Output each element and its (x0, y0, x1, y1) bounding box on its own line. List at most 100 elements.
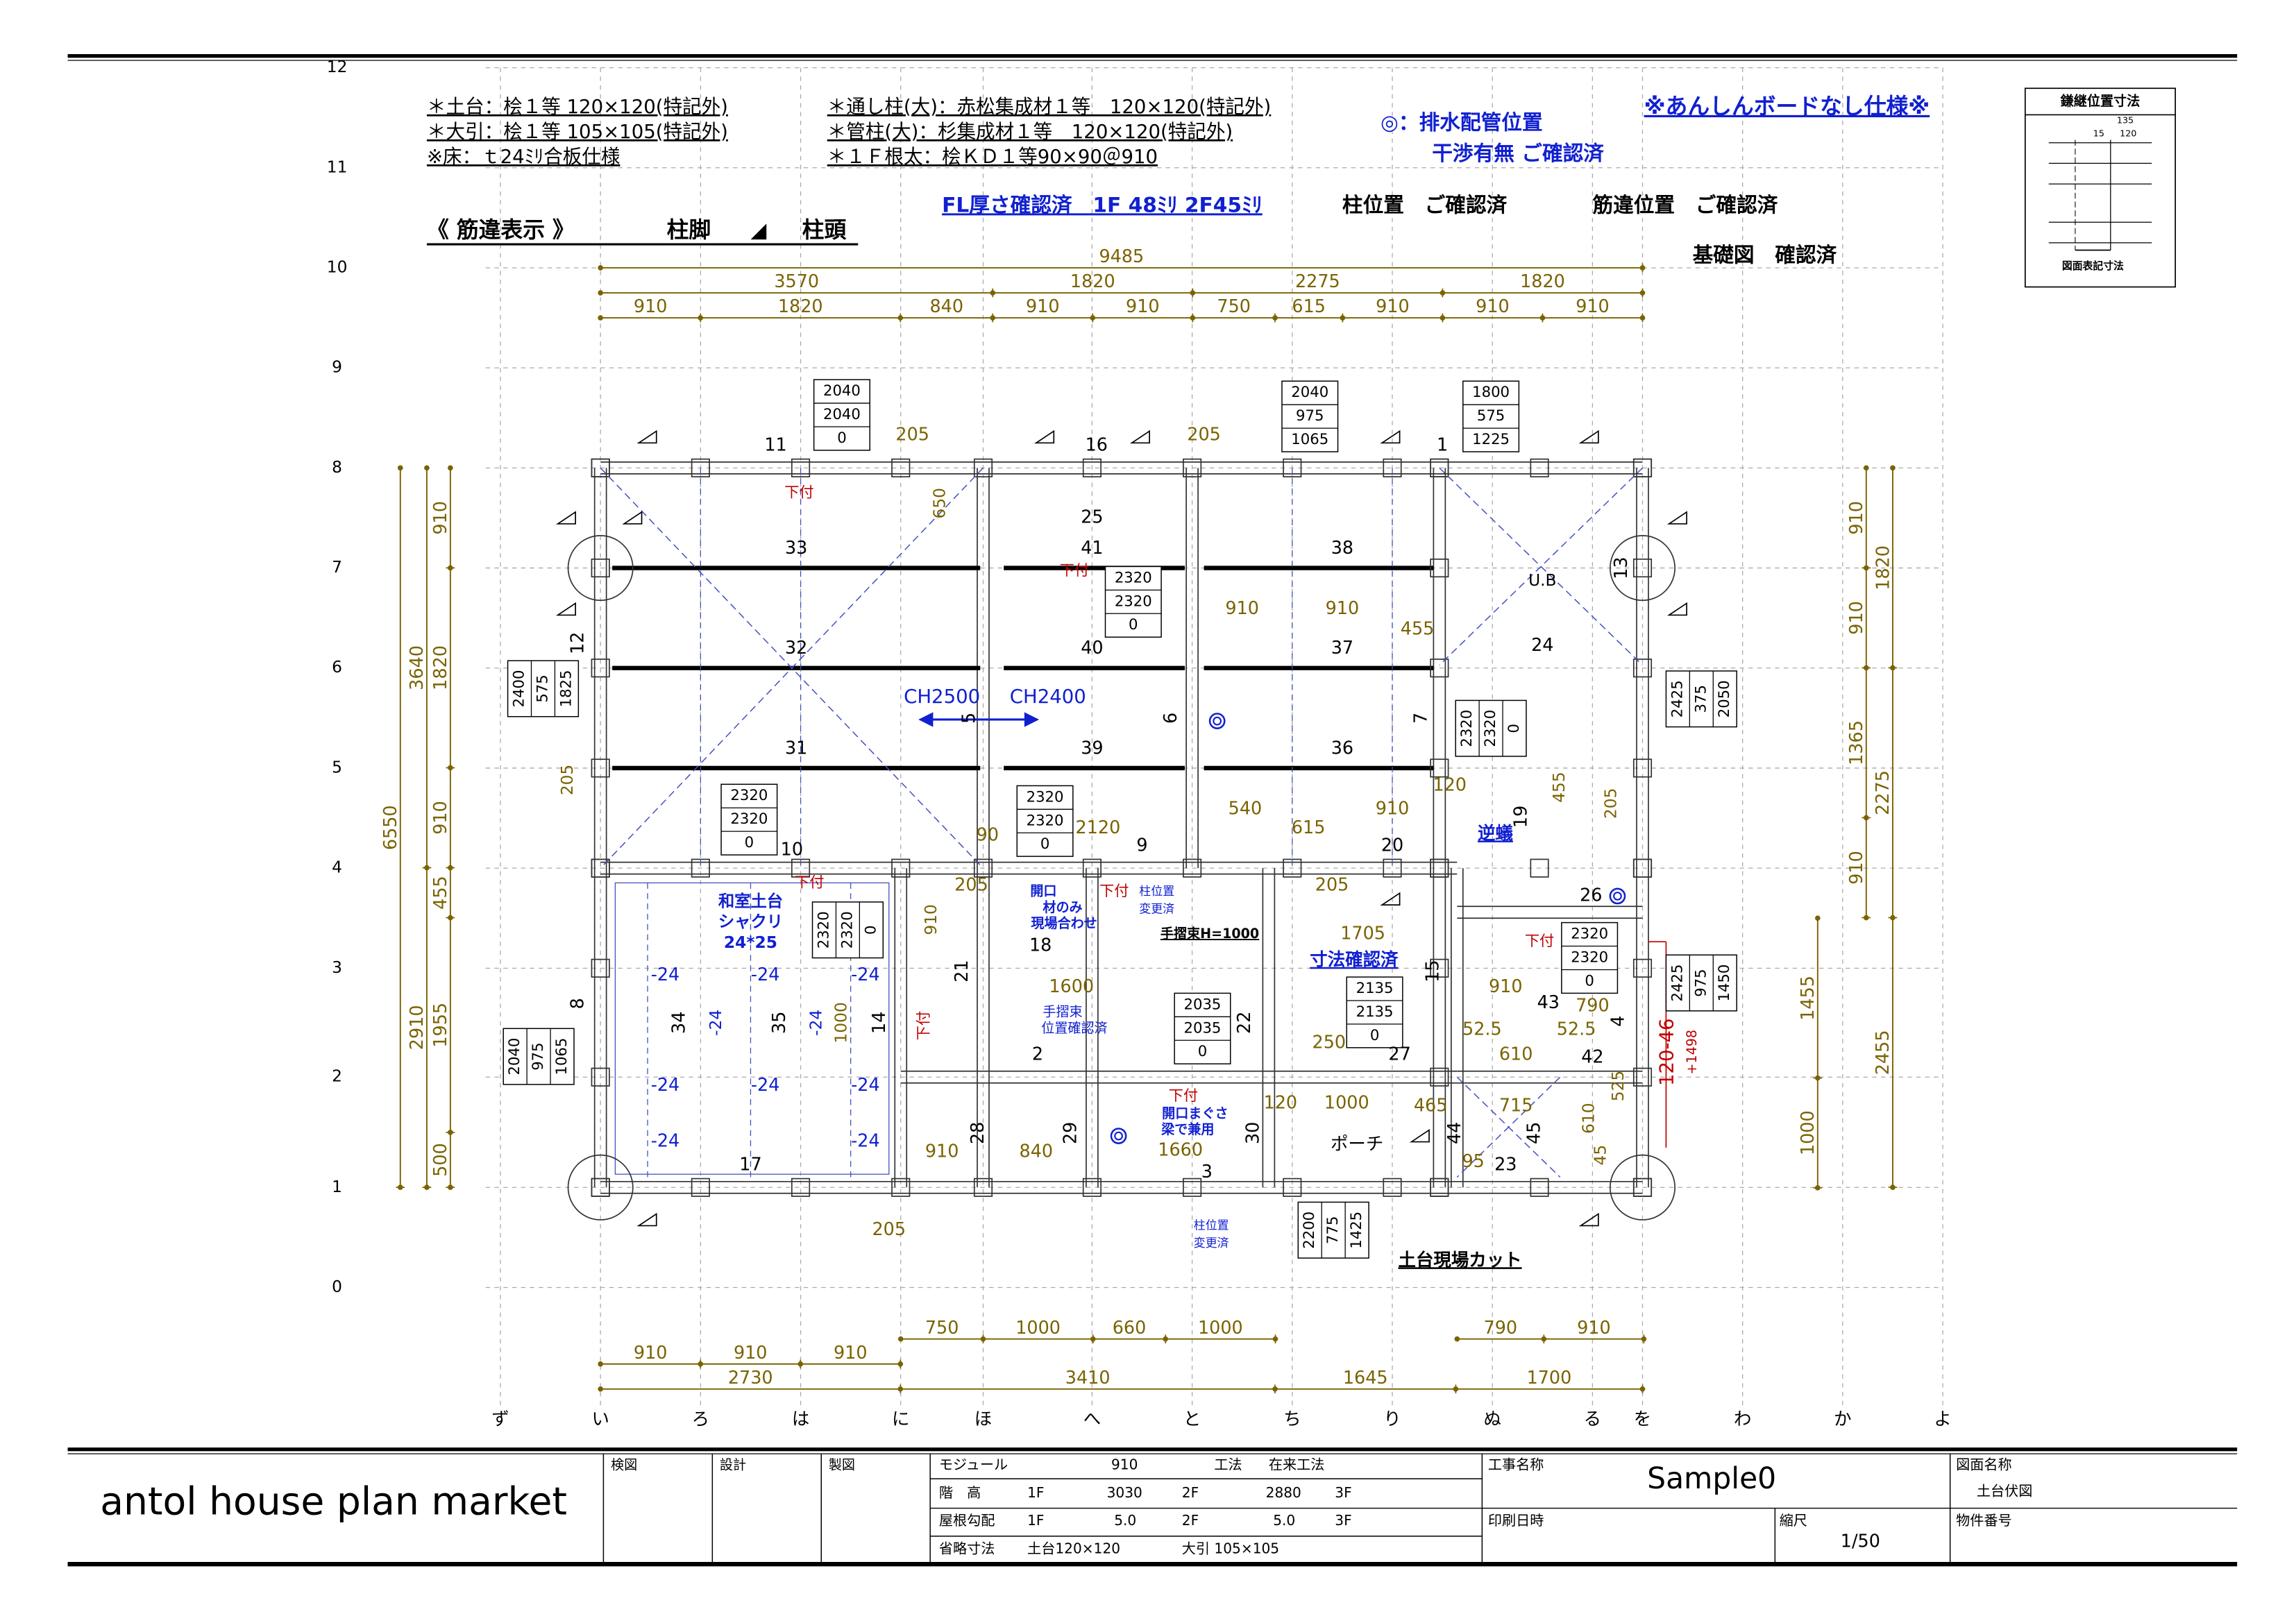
dimension-value: 750 (925, 1317, 959, 1338)
drain-pipe-icon (1110, 1128, 1127, 1144)
height-stack-box (1174, 992, 1231, 1064)
red-note: +1498 (1685, 1030, 1700, 1075)
plan-note: 手摺束H=1000 (1160, 926, 1259, 942)
project-name: Sample0 (1647, 1462, 1776, 1496)
dimension-value: 910 (734, 1342, 768, 1363)
dimension-value: 3570 (774, 271, 819, 291)
abbr-sill: 土台120×120 (1027, 1540, 1120, 1556)
brace-triangle-icon (1666, 602, 1687, 616)
spec-note: ＊１Ｆ根太：桧ＫＤ１等90×90＠910 (827, 146, 1158, 168)
inner-dimension: 250 (1312, 1031, 1347, 1052)
inner-dimension: 715 (1499, 1095, 1533, 1116)
print-label: 印刷日時 (1488, 1512, 1544, 1529)
height-stack-box (507, 660, 580, 717)
dimension-value: 1365 (1846, 720, 1866, 765)
inner-dimension: 525 (1609, 1071, 1628, 1101)
member-number: 10 (781, 839, 803, 860)
brace-legend-head: 柱頭 (802, 217, 847, 243)
post (1530, 1178, 1549, 1197)
dimension-value: 1820 (1872, 545, 1893, 590)
dimension-tick (897, 1336, 904, 1342)
dimension-value: 615 (1292, 296, 1326, 316)
dimension-value: 910 (1576, 296, 1610, 316)
joint-position-key-box (2024, 87, 2176, 288)
member-number: 44 (1444, 1122, 1464, 1144)
member-number: 27 (1388, 1043, 1410, 1064)
post (591, 958, 610, 978)
height-value: 2040 (1291, 383, 1328, 400)
spec-note: ※床：ｔ24ﾐﾘ合板仕様 (427, 146, 621, 168)
blue-note: 柱位置 (1139, 884, 1174, 898)
dimension-value: 1000 (1198, 1317, 1243, 1338)
dimension-value: 1820 (1520, 271, 1565, 291)
inner-dimension: -24 (707, 1010, 725, 1036)
dimension-value: 910 (430, 501, 450, 535)
grid-col-label: ち (1283, 1408, 1301, 1429)
post (1283, 1178, 1302, 1197)
post (973, 458, 993, 477)
h2-label: 2F (1182, 1484, 1199, 1501)
inner-dimension: 910 (1376, 797, 1410, 818)
inner-dimension: 910 (925, 1140, 959, 1161)
dimension-value: 1820 (430, 645, 450, 690)
post (1632, 758, 1653, 778)
blue-note: 柱位置 (1194, 1218, 1229, 1232)
inner-dimension: -24 (751, 964, 780, 985)
member-number: 34 (668, 1012, 689, 1034)
height-value: 2135 (1356, 979, 1394, 996)
post (591, 1178, 610, 1197)
height-stack-box (1297, 1201, 1369, 1259)
post (891, 858, 911, 878)
grid-col-label: ず (491, 1408, 509, 1429)
inner-dimension: -24 (651, 1074, 680, 1095)
post (791, 458, 811, 477)
anshin-board-note: ※あんしんボードなし仕様※ (1644, 94, 1930, 119)
post (1430, 458, 1449, 477)
scale-value: 1/50 (1841, 1530, 1880, 1551)
dimension-value: 9485 (1099, 246, 1144, 266)
dimension-tick (598, 1386, 603, 1392)
brace-line (600, 467, 984, 869)
blue-note: 変更済 (1139, 902, 1174, 916)
height-value: 375 (1691, 685, 1709, 713)
grid-row-label: 7 (332, 558, 342, 577)
height-value: 2320 (1571, 948, 1608, 965)
grid-row-label: 3 (332, 958, 342, 977)
height-value: 2200 (1300, 1212, 1317, 1249)
dimension-value: 500 (430, 1143, 450, 1177)
post (1430, 558, 1449, 578)
member-number: 39 (1081, 737, 1103, 758)
height-value: 0 (1370, 1026, 1379, 1044)
blue-note: 位置確認済 (1041, 1021, 1107, 1036)
height-boxes: 2040204002040975106518005751225232023200… (503, 379, 1737, 1259)
post (1183, 858, 1202, 878)
inner-dimension: 205 (895, 424, 929, 445)
h1: 3030 (1107, 1484, 1142, 1501)
height-value: 2320 (730, 810, 768, 827)
member-number: 20 (1381, 834, 1403, 855)
dimension-value: 2730 (728, 1367, 773, 1388)
inner-dimension: 1705 (1340, 923, 1385, 944)
post (691, 458, 710, 477)
through-column-circle (567, 535, 634, 602)
drawing-name: 土台伏図 (1977, 1483, 2033, 1499)
sheet-frame (67, 53, 2238, 61)
brace-triangle-icon (1578, 1212, 1599, 1227)
inner-dimension: 1660 (1158, 1139, 1203, 1159)
member-number: 40 (1081, 637, 1103, 658)
grid-row-label: 5 (332, 758, 342, 776)
brace-triangle-icon (636, 430, 657, 444)
dimension-tick (1815, 915, 1821, 921)
height-value: 1225 (1472, 430, 1510, 448)
inner-dimension: 205 (954, 874, 988, 895)
grid-row-label: 9 (332, 358, 342, 377)
grid-col-label: か (1834, 1408, 1851, 1429)
height-value: 2400 (510, 670, 527, 707)
brace-line (1439, 467, 1644, 666)
height-value: 2040 (823, 405, 861, 423)
post (1632, 1178, 1653, 1197)
member-number: 38 (1331, 537, 1353, 558)
red-note: 120-46 (1656, 1018, 1678, 1086)
abbr-label: 省略寸法 (939, 1540, 995, 1556)
dimension-value: 1000 (1797, 1110, 1818, 1155)
